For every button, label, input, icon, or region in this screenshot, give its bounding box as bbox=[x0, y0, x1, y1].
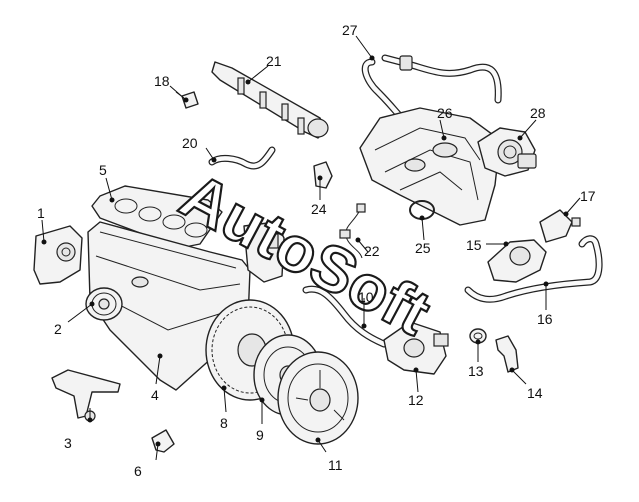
callout-22[interactable]: 22 bbox=[364, 243, 380, 259]
callout-9[interactable]: 9 bbox=[256, 427, 264, 443]
part-20-breather-pipe[interactable] bbox=[208, 146, 276, 170]
callout-26[interactable]: 26 bbox=[437, 105, 453, 121]
callout-labels: 1 2 3 4 5 6 8 9 10 11 12 13 14 15 16 17 … bbox=[37, 22, 596, 479]
part-17-sensor[interactable] bbox=[539, 209, 581, 243]
callout-11[interactable]: 11 bbox=[328, 457, 343, 473]
callout-27[interactable]: 27 bbox=[342, 22, 358, 38]
part-16-coolant-hose[interactable] bbox=[464, 235, 603, 303]
callout-14[interactable]: 14 bbox=[527, 385, 543, 401]
part-21-fuel-rail[interactable] bbox=[211, 61, 329, 139]
part-2-crank-pulley[interactable] bbox=[85, 287, 123, 321]
part-22-sensor-wire[interactable] bbox=[339, 203, 366, 259]
callout-6[interactable]: 6 bbox=[134, 463, 142, 479]
callout-15[interactable]: 15 bbox=[466, 237, 482, 253]
callout-17[interactable]: 17 bbox=[580, 188, 596, 204]
callout-21[interactable]: 21 bbox=[266, 53, 282, 69]
part-6-clip[interactable] bbox=[151, 429, 175, 453]
callout-2[interactable]: 2 bbox=[54, 321, 62, 337]
callout-16[interactable]: 16 bbox=[537, 311, 553, 327]
part-26-intake-manifold[interactable] bbox=[359, 107, 501, 226]
callout-10[interactable]: 10 bbox=[358, 289, 374, 305]
callout-leaders bbox=[41, 35, 581, 461]
part-10-water-pipe[interactable] bbox=[302, 285, 388, 348]
part-15-pump[interactable] bbox=[487, 239, 547, 283]
callout-18[interactable]: 18 bbox=[154, 73, 170, 89]
part-14-elbow[interactable] bbox=[495, 335, 519, 373]
part-24-sender[interactable] bbox=[313, 161, 333, 189]
callout-20[interactable]: 20 bbox=[182, 135, 198, 151]
callout-25[interactable]: 25 bbox=[415, 240, 431, 256]
callout-3[interactable]: 3 bbox=[64, 435, 72, 451]
callout-24[interactable]: 24 bbox=[311, 201, 327, 217]
callout-1[interactable]: 1 bbox=[37, 205, 45, 221]
part-12-thermostat-housing[interactable] bbox=[383, 321, 449, 375]
callout-5[interactable]: 5 bbox=[99, 162, 107, 178]
part-11-pressure-plate[interactable] bbox=[277, 351, 359, 445]
callout-12[interactable]: 12 bbox=[408, 392, 424, 408]
part-3-bracket[interactable] bbox=[51, 369, 121, 422]
part-cover[interactable] bbox=[243, 221, 285, 283]
callout-dots bbox=[41, 55, 569, 447]
callout-4[interactable]: 4 bbox=[151, 387, 159, 403]
callout-28[interactable]: 28 bbox=[530, 105, 546, 121]
part-5-head-gasket[interactable] bbox=[91, 185, 223, 249]
callout-8[interactable]: 8 bbox=[220, 415, 228, 431]
part-1-mount-bracket[interactable] bbox=[33, 225, 83, 285]
callout-13[interactable]: 13 bbox=[468, 363, 484, 379]
part-27-hose[interactable] bbox=[361, 54, 502, 120]
